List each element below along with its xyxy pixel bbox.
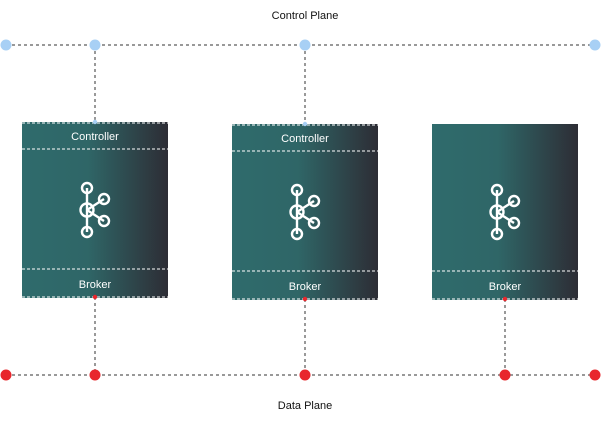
controller-port-dot-2 bbox=[302, 121, 308, 127]
data-plane-node-dot-3 bbox=[499, 369, 511, 381]
kafka-logo-icon bbox=[289, 183, 321, 241]
kafka-logo-icon bbox=[489, 183, 521, 241]
data-plane-endpoint-right bbox=[589, 369, 601, 381]
node-2: Controller Broker bbox=[232, 124, 378, 300]
data-plane-endpoint-left bbox=[0, 369, 12, 381]
control-plane-endpoint-left bbox=[0, 39, 12, 51]
controller-port-dot-1 bbox=[92, 119, 98, 125]
node-box bbox=[432, 124, 578, 300]
broker-port-dot-3 bbox=[502, 296, 508, 302]
node-3: Broker bbox=[432, 124, 578, 300]
controller-label: Controller bbox=[71, 131, 119, 143]
node-box bbox=[232, 124, 378, 300]
control-plane-endpoint-right bbox=[589, 39, 601, 51]
node-box bbox=[22, 122, 168, 298]
kafka-logo-icon bbox=[79, 181, 111, 239]
broker-port-dot-2 bbox=[302, 296, 308, 302]
broker-label: Broker bbox=[79, 279, 112, 291]
broker-port-dot-1 bbox=[92, 294, 98, 300]
data-plane-node-dot-1 bbox=[89, 369, 101, 381]
controller-label: Controller bbox=[281, 133, 329, 145]
broker-label: Broker bbox=[489, 281, 522, 293]
data-plane-node-dot-2 bbox=[299, 369, 311, 381]
node-1: Controller Broker bbox=[22, 122, 168, 298]
broker-label: Broker bbox=[289, 281, 322, 293]
control-plane-node-dot-1 bbox=[89, 39, 101, 51]
data-plane-label: Data Plane bbox=[278, 400, 332, 412]
control-plane-node-dot-2 bbox=[299, 39, 311, 51]
control-plane-label: Control Plane bbox=[272, 10, 339, 22]
